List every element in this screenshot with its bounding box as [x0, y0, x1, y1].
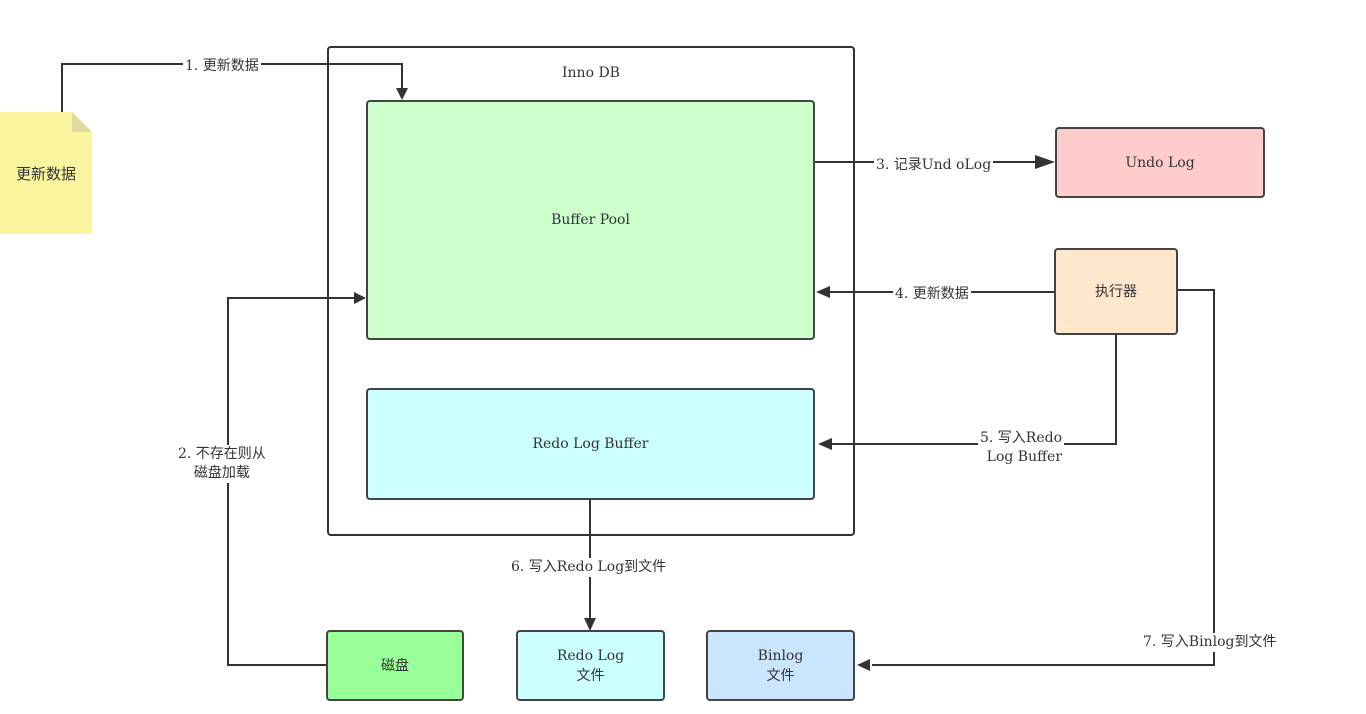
edge-2-label: 2. 不存在则从 磁盘加载: [176, 445, 268, 483]
note-folded-corner-shade: [72, 112, 92, 132]
edge-5-arrowhead: [818, 438, 832, 450]
redo-log-buffer-label: Redo Log Buffer: [532, 436, 649, 452]
edge-1-arrowhead: [396, 88, 408, 100]
innodb-title: Inno DB: [562, 65, 620, 81]
edge-6-label: 6. 写入Redo Log到文件: [509, 558, 669, 577]
redo-log-buffer-node[interactable]: Redo Log Buffer: [366, 388, 815, 500]
edge-1-label: 1. 更新数据: [183, 57, 261, 76]
undo-log-label: Undo Log: [1125, 154, 1195, 171]
edge-7-arrowhead: [857, 659, 870, 671]
disk-node[interactable]: 磁盘: [326, 630, 464, 701]
edge-5-label: 5. 写入Redo Log Buffer: [978, 429, 1065, 467]
edge-4-label: 4. 更新数据: [893, 285, 971, 304]
edge-6-arrowhead: [584, 618, 596, 631]
executor-node[interactable]: 执行器: [1054, 248, 1178, 335]
buffer-pool-label: Buffer Pool: [551, 212, 630, 228]
redo-log-file-node[interactable]: Redo Log 文件: [516, 630, 665, 701]
edge-3-arrowhead: [1035, 155, 1055, 169]
edge-3-label: 3. 记录Und oLog: [874, 156, 994, 175]
edge-7-line: [872, 289, 1215, 666]
buffer-pool-node[interactable]: Buffer Pool: [366, 100, 815, 340]
edge-7-label: 7. 写入Binlog到文件: [1141, 633, 1279, 652]
undo-log-node[interactable]: Undo Log: [1055, 127, 1265, 198]
redo-log-file-label: Redo Log 文件: [556, 647, 625, 684]
innodb-container[interactable]: [327, 46, 855, 536]
update-data-note[interactable]: 更新数据: [0, 112, 92, 234]
disk-label: 磁盘: [381, 657, 409, 674]
executor-label: 执行器: [1095, 283, 1137, 300]
binlog-file-node[interactable]: Binlog 文件: [706, 630, 855, 701]
edge-2-arrowhead: [354, 292, 366, 304]
update-data-note-text: 更新数据: [15, 164, 76, 183]
edge-4-arrowhead: [816, 286, 830, 298]
edge-5-line: [830, 334, 1117, 445]
binlog-file-label: Binlog 文件: [757, 647, 804, 684]
